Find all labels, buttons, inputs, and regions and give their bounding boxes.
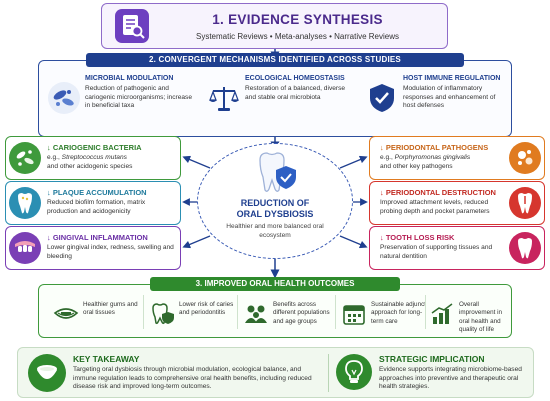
card-gingival-inflammation: ↓ GINGIVAL INFLAMMATION Lower gingival i…: [5, 226, 181, 270]
arrow-center-to-left-3: [182, 235, 211, 249]
outcomes-header: 3. IMPROVED ORAL HEALTH OUTCOMES: [150, 277, 400, 291]
card-desc: Improved attachment levels, reduced prob…: [380, 199, 490, 215]
smile-lips-icon: [53, 301, 79, 327]
implication-title: STRATEGIC IMPLICATION: [379, 354, 485, 364]
calendar-icon: [341, 301, 367, 327]
outcome-item: Sustainable adjunct approach for long-te…: [341, 297, 433, 333]
tooth-shield-icon: [149, 301, 175, 327]
mechanism-desc: Modulation of inflammatory responses and…: [403, 85, 496, 110]
mechanisms-box: MICROBIAL MODULATION Reduction of pathog…: [38, 60, 512, 137]
bacteria-icon: [9, 142, 41, 174]
center-desc: Healthier and more balanced oral ecosyst…: [226, 223, 324, 239]
implication-desc: Evidence supports integrating microbiome…: [379, 366, 522, 391]
mechanism-title: MICROBIAL MODULATION: [85, 75, 174, 82]
tooth-icon: [509, 232, 541, 264]
mechanism-desc: Restoration of a balanced, diverse and s…: [245, 85, 346, 101]
card-title: ↓ TOOTH LOSS RISK: [380, 233, 455, 242]
bacteria-icon: [47, 81, 81, 115]
divider: [237, 295, 238, 329]
mechanisms-header: 2. CONVERGENT MECHANISMS IDENTIFIED ACRO…: [86, 53, 464, 67]
tooth-shield-icon: [252, 150, 300, 196]
mechanism-desc: Reduction of pathogenic and cariogenic m…: [85, 85, 193, 110]
divider: [335, 295, 336, 329]
evidence-synthesis-box: 1. EVIDENCE SYNTHESIS Systematic Reviews…: [101, 3, 448, 49]
divider: [143, 295, 144, 329]
people-icon: [243, 301, 269, 327]
outcome-text: Benefits across different populations an…: [273, 301, 330, 325]
outcome-item: Lower risk of caries and periodontitis: [149, 297, 241, 333]
card-desc: Reduced biofilm formation, matrix produc…: [47, 199, 146, 215]
divider: [328, 354, 329, 392]
lightbulb-icon: [336, 354, 372, 390]
outcome-text: Lower risk of caries and periodontitis: [179, 301, 234, 317]
yogurt-bowl-icon: [28, 354, 66, 392]
outcome-text: Overall improvement in oral health and q…: [459, 301, 503, 334]
center-dysbiosis-circle: REDUCTION OF ORAL DYSBIOSIS Healthier an…: [197, 143, 353, 259]
takeaway-box: KEY TAKEAWAY Targeting oral dysbiosis th…: [17, 347, 534, 398]
shield-check-icon: [365, 81, 399, 115]
outcome-text: Healthier gums and oral tissues: [83, 301, 138, 317]
outcome-item: Healthier gums and oral tissues: [53, 297, 145, 333]
card-title: ↓ CARIOGENIC BACTERIA: [47, 143, 142, 152]
bacteria-icon: [509, 142, 541, 174]
document-search-icon: [115, 9, 149, 43]
arrow-center-to-right-3: [339, 235, 368, 249]
card-periodontal-destruction: ↓ PERIODONTAL DESTRUCTION Improved attac…: [369, 181, 545, 225]
card-desc: Preservation of supporting tissues and n…: [380, 244, 493, 260]
evidence-title: 1. EVIDENCE SYNTHESIS: [212, 12, 383, 27]
arrow-center-to-right-1: [339, 155, 368, 169]
card-title: ↓ PERIODONTAL PATHOGENS: [380, 143, 489, 152]
card-tooth-loss-risk: ↓ TOOTH LOSS RISK Preservation of suppor…: [369, 226, 545, 270]
card-title: ↓ PERIODONTAL DESTRUCTION: [380, 188, 496, 197]
divider: [425, 295, 426, 329]
card-title: ↓ PLAQUE ACCUMULATION: [47, 188, 147, 197]
card-cariogenic-bacteria: ↓ CARIOGENIC BACTERIA e.g., Streptococcu…: [5, 136, 181, 180]
outcome-item: Overall improvement in oral health and q…: [429, 297, 511, 333]
evidence-subtitle: Systematic Reviews • Meta-analyses • Nar…: [196, 32, 399, 41]
gums-icon: [9, 232, 41, 264]
balance-scale-icon: [207, 81, 241, 115]
outcome-item: Benefits across different populations an…: [243, 297, 335, 333]
bar-chart-up-icon: [429, 301, 455, 327]
takeaway-desc: Targeting oral dysbiosis through microbi…: [73, 366, 312, 391]
center-title-line2: ORAL DYSBIOSIS: [236, 209, 314, 219]
takeaway-title: KEY TAKEAWAY: [73, 354, 140, 364]
arrow-center-to-left-1: [182, 155, 211, 169]
mechanism-title: ECOLOGICAL HOMEOSTASIS: [245, 75, 345, 82]
center-title-line1: REDUCTION OF: [240, 198, 310, 208]
card-desc: Lower gingival index, redness, swelling …: [47, 244, 174, 260]
outcome-text: Sustainable adjunct approach for long-te…: [371, 301, 426, 325]
tooth-icon: [9, 187, 41, 219]
mechanism-title: HOST IMMUNE REGULATION: [403, 75, 501, 82]
tooth-icon: [509, 187, 541, 219]
card-title: ↓ GINGIVAL INFLAMMATION: [47, 233, 148, 242]
card-plaque-accumulation: ↓ PLAQUE ACCUMULATION Reduced biofilm fo…: [5, 181, 181, 225]
outcomes-box: Healthier gums and oral tissues Lower ri…: [38, 284, 512, 338]
card-periodontal-pathogens: ↓ PERIODONTAL PATHOGENS e.g., Porphyromo…: [369, 136, 545, 180]
